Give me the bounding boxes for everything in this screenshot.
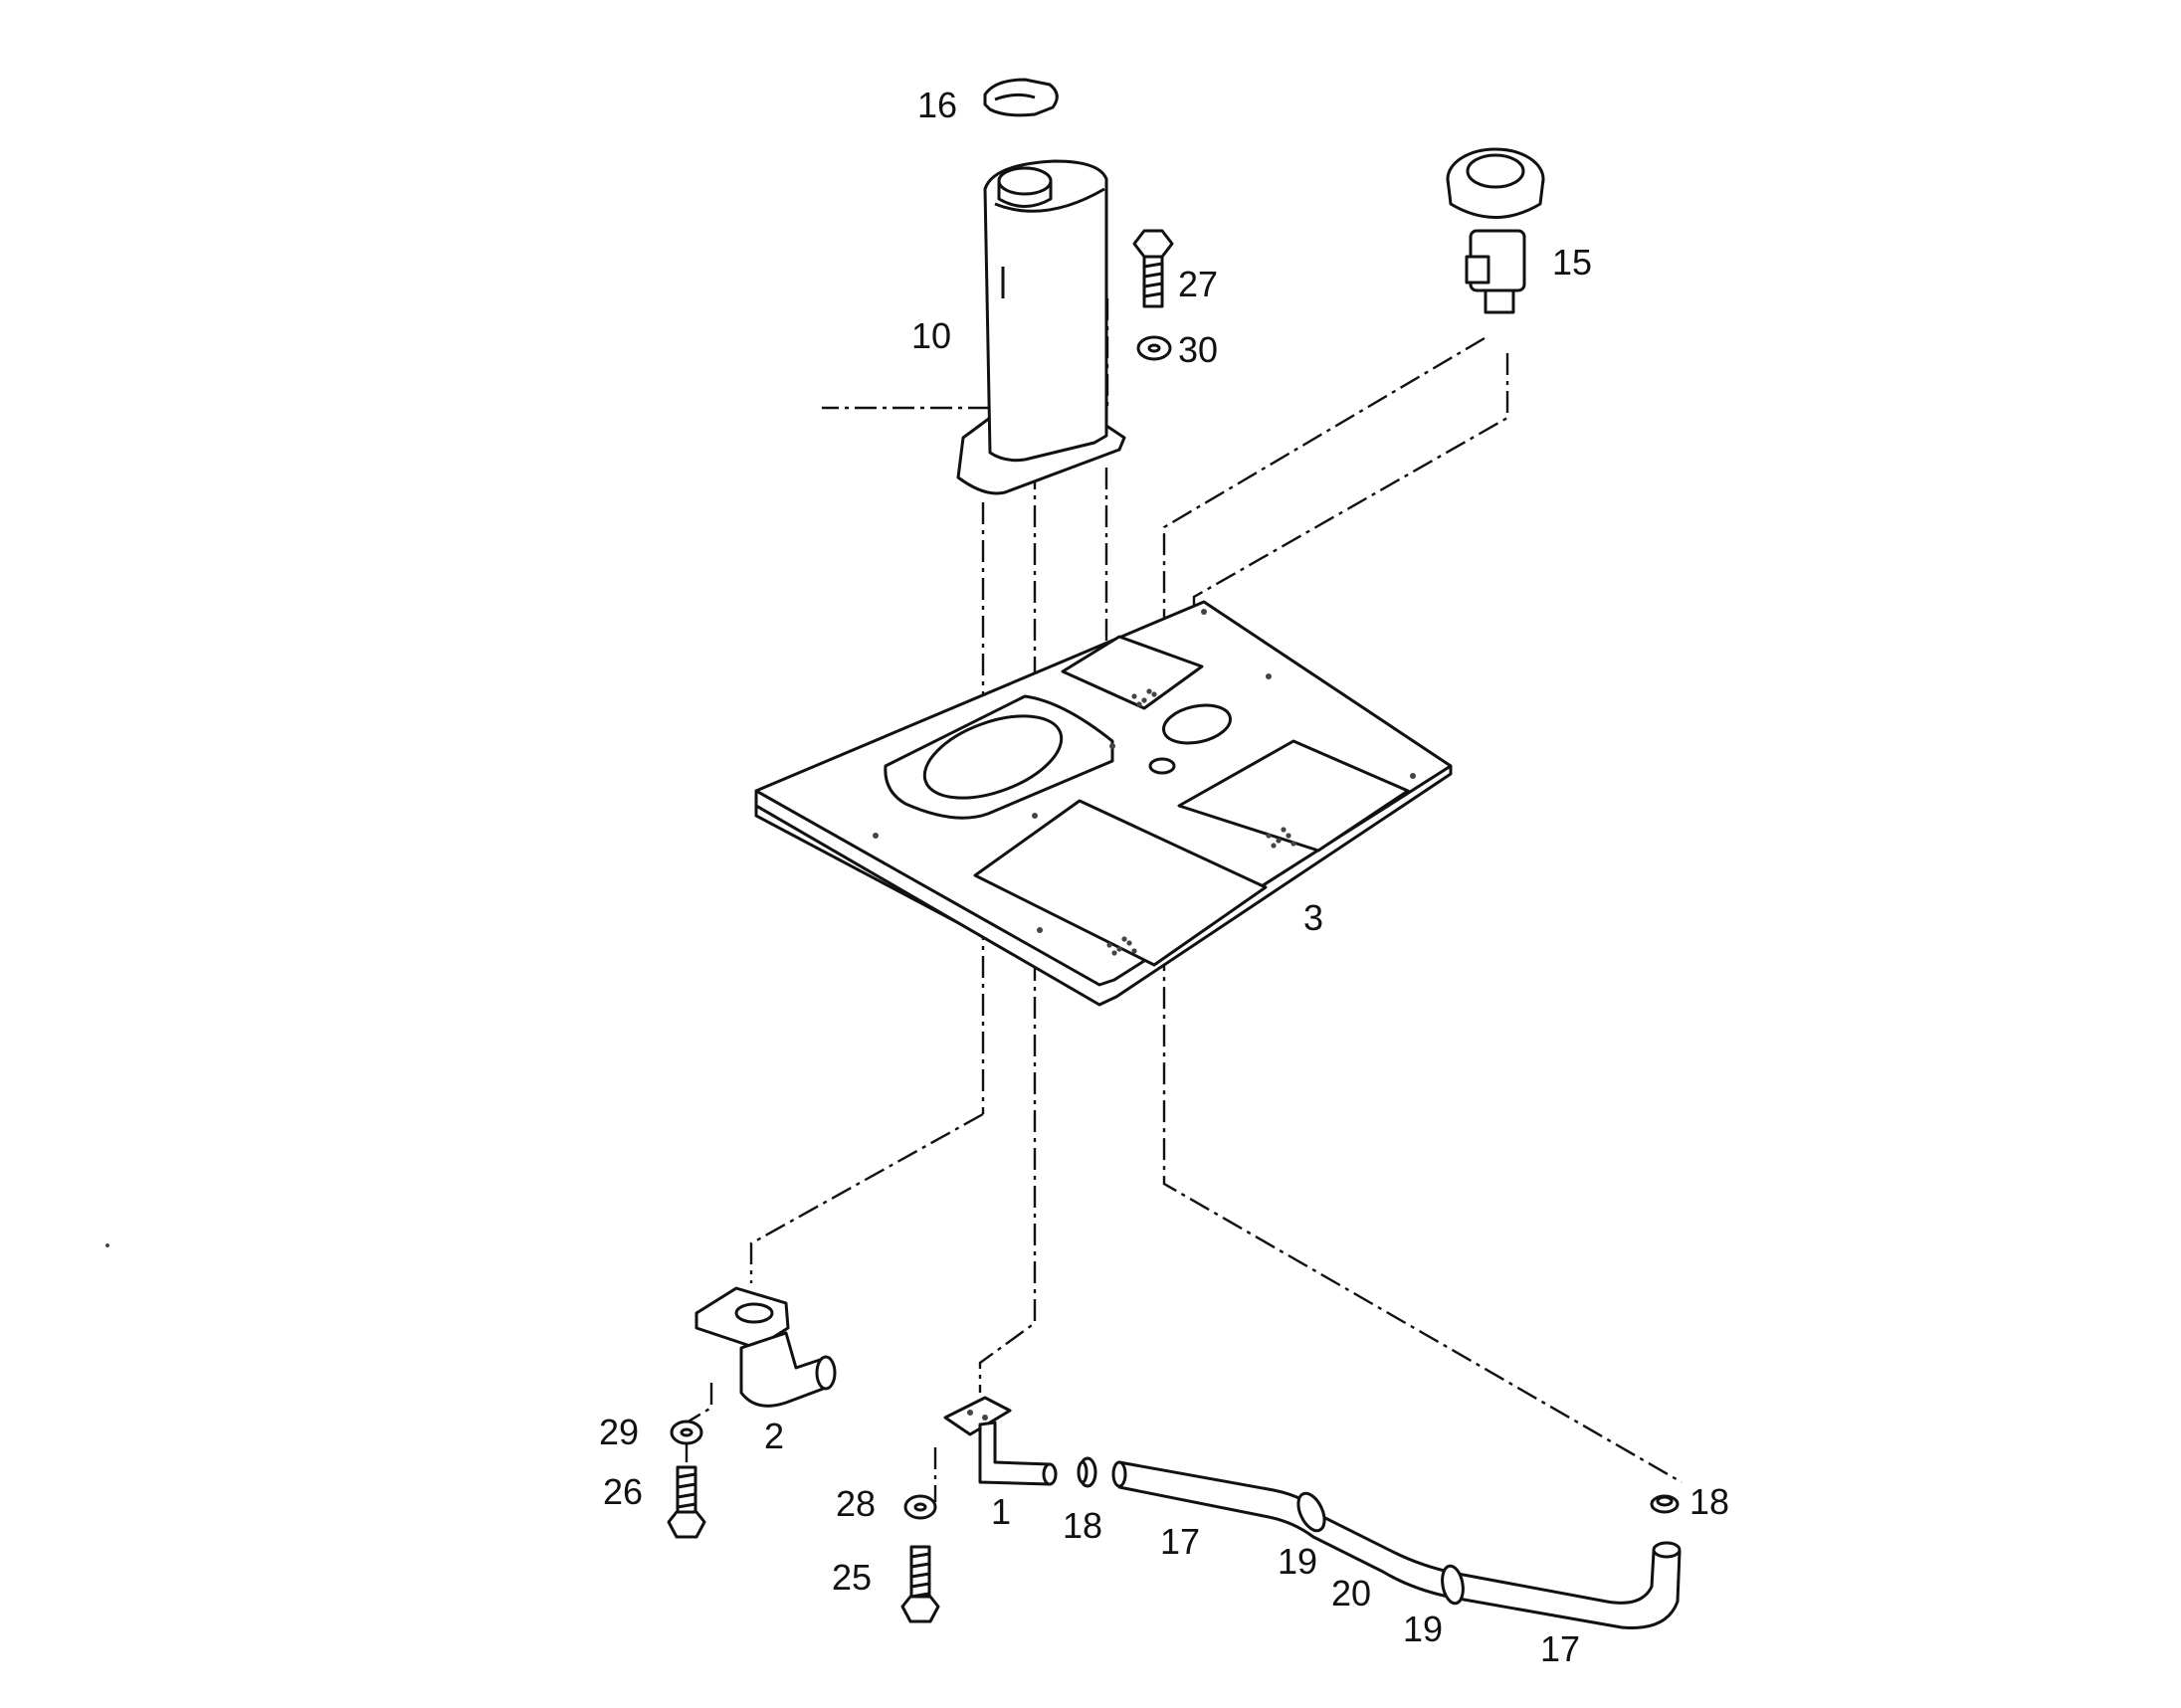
part-19-clamp-a <box>1296 1491 1326 1533</box>
callout-19-right: 19 <box>1403 1609 1443 1649</box>
callout-26: 26 <box>603 1471 643 1512</box>
part-28-washer <box>903 1494 937 1520</box>
callout-2: 2 <box>764 1416 784 1456</box>
callout-27: 27 <box>1178 264 1218 304</box>
part-16-cap <box>983 78 1059 117</box>
callout-15: 15 <box>1552 242 1592 283</box>
callout-20: 20 <box>1331 1573 1371 1613</box>
part-19-clamp-b <box>1441 1564 1465 1606</box>
part-2-elbow <box>694 1286 837 1408</box>
callout-labels: 16 10 27 30 15 3 29 2 26 28 1 18 17 19 2… <box>599 85 1729 1669</box>
part-3-base-plate <box>754 600 1453 1007</box>
callout-25: 25 <box>832 1557 872 1598</box>
callout-16: 16 <box>917 85 957 125</box>
part-1-bracket-pipe <box>943 1396 1058 1486</box>
callout-19-left: 19 <box>1278 1541 1317 1582</box>
part-10-housing <box>956 159 1126 495</box>
callout-10: 10 <box>911 315 951 356</box>
callout-18-left: 18 <box>1063 1505 1102 1546</box>
callout-1: 1 <box>991 1491 1011 1532</box>
callout-28: 28 <box>836 1483 876 1524</box>
part-30-washer <box>1136 335 1172 361</box>
part-17-hose <box>1111 1460 1682 1629</box>
callout-17-left: 17 <box>1160 1521 1200 1562</box>
part-18-clamp-left <box>1077 1456 1097 1488</box>
callout-29: 29 <box>599 1412 639 1452</box>
part-18-clamp-right <box>1650 1494 1680 1514</box>
callout-18-right: 18 <box>1689 1481 1729 1522</box>
part-25-bolt <box>900 1545 940 1623</box>
callout-3: 3 <box>1303 897 1323 938</box>
callout-17-right: 17 <box>1540 1628 1580 1669</box>
part-26-bolt <box>667 1465 706 1539</box>
part-27-bolt <box>1132 229 1174 308</box>
callout-30: 30 <box>1178 329 1218 370</box>
part-15-valve <box>1446 147 1545 314</box>
part-29-washer <box>670 1420 703 1445</box>
